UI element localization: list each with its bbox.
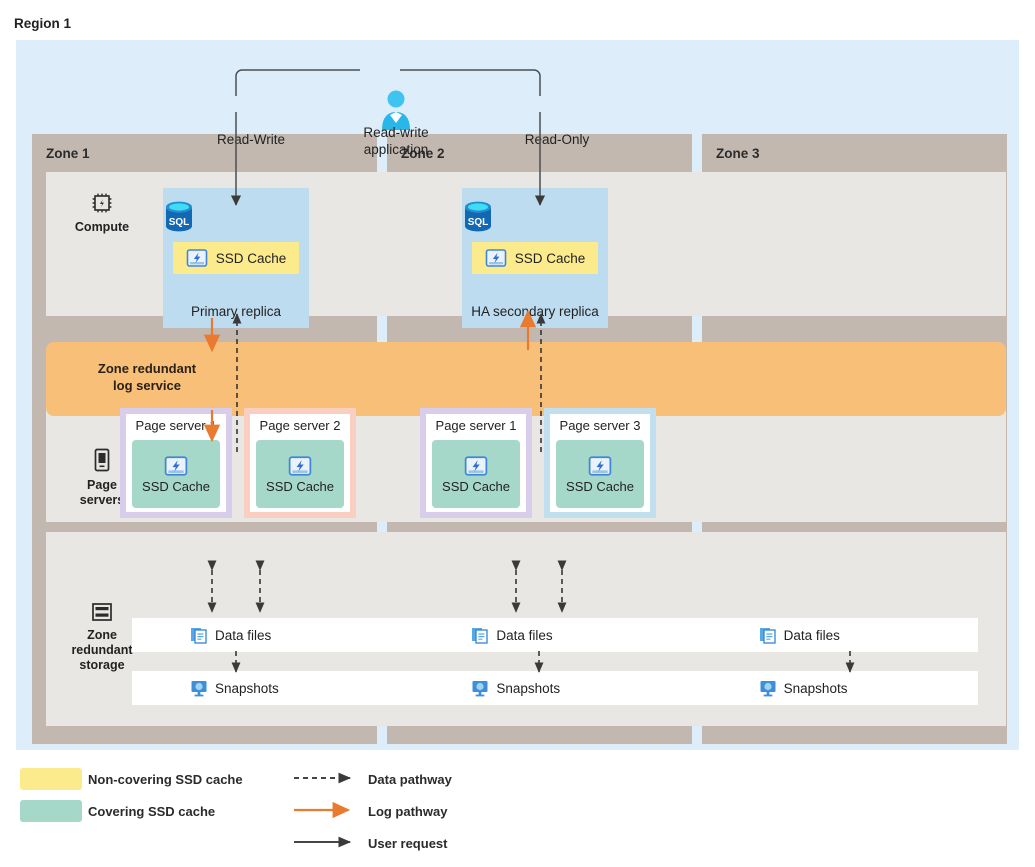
snapshots-label: Snapshots bbox=[783, 680, 848, 696]
primary-replica-ssd-cache: SSD Cache bbox=[173, 242, 299, 274]
secondary-cache-label: SSD Cache bbox=[514, 250, 586, 266]
application-band: Read-write application Read-Write Read-O… bbox=[16, 40, 1019, 157]
storage-label-line2: redundant bbox=[71, 643, 133, 657]
page-server-cache: SSD Cache bbox=[556, 440, 644, 508]
snapshots-cell-2[interactable]: Snapshots bbox=[409, 679, 690, 697]
sql-database-icon: SQL bbox=[166, 201, 192, 232]
snapshots-label: Snapshots bbox=[496, 680, 561, 696]
ssd-cache-icon bbox=[588, 455, 612, 476]
legend: Non-covering SSD cache Covering SSD cach… bbox=[16, 762, 1019, 862]
secondary-replica-db: SQL bbox=[462, 200, 608, 240]
ssd-cache-icon bbox=[186, 249, 208, 267]
data-files-icon bbox=[472, 628, 488, 644]
legend-label-non-covering: Non-covering SSD cache bbox=[88, 772, 243, 787]
snapshot-icon bbox=[191, 681, 207, 697]
data-files-label: Data files bbox=[783, 627, 840, 643]
zone-header-1: Zone 1 bbox=[32, 134, 377, 172]
zone-label-2: Zone 2 bbox=[401, 145, 445, 161]
storage-label-line3: storage bbox=[79, 658, 125, 672]
data-files-row: Data files Data files Data files bbox=[132, 618, 978, 652]
data-files-icon bbox=[191, 628, 207, 644]
data-files-cell-1[interactable]: Data files bbox=[132, 626, 409, 644]
data-files-cell-2[interactable]: Data files bbox=[409, 626, 690, 644]
page-server-card-z1-1[interactable]: Page server 1 SSD Cache bbox=[120, 408, 232, 518]
data-files-label: Data files bbox=[215, 627, 272, 643]
storage-icon bbox=[92, 603, 112, 621]
snapshots-cell-1[interactable]: Snapshots bbox=[132, 679, 409, 697]
app-label-line2: application bbox=[363, 142, 429, 157]
page-server-name: Page server 3 bbox=[559, 418, 641, 433]
page-servers-label-line1: Page bbox=[87, 478, 117, 492]
compute-label-text: Compute bbox=[74, 220, 130, 234]
sql-database-icon: SQL bbox=[465, 201, 491, 232]
legend-swatch-covering bbox=[20, 800, 82, 822]
legend-label-data-pathway: Data pathway bbox=[368, 772, 452, 787]
page-server-name: Page server 2 bbox=[259, 418, 341, 433]
data-files-icon bbox=[759, 628, 776, 644]
legend-label-covering: Covering SSD cache bbox=[88, 804, 216, 819]
zone-header-2: Zone 2 bbox=[387, 134, 692, 172]
primary-replica-caption: Primary replica bbox=[190, 304, 282, 319]
page-server-card-z2-1[interactable]: Page server 1 SSD Cache bbox=[420, 408, 532, 518]
page-servers-row-label: Page servers bbox=[64, 448, 140, 508]
svg-text:SQL: SQL bbox=[169, 217, 190, 228]
legend-line-log-pathway bbox=[294, 801, 351, 819]
ssd-cache-icon bbox=[164, 455, 188, 476]
primary-replica-card[interactable]: SQL SSD Cache Primary replica bbox=[163, 188, 309, 328]
primary-cache-label: SSD Cache bbox=[215, 250, 287, 266]
server-icon bbox=[94, 448, 110, 472]
legend-label-log-pathway: Log pathway bbox=[368, 804, 448, 819]
legend-line-data-pathway bbox=[294, 772, 352, 784]
storage-row-label: Zone redundant storage bbox=[64, 602, 140, 673]
page-server-card-z1-2[interactable]: Page server 2 SSD Cache bbox=[244, 408, 356, 518]
page-server-cache-label: SSD Cache bbox=[566, 478, 634, 494]
cpu-icon bbox=[92, 193, 112, 213]
primary-replica-db: SQL bbox=[163, 200, 309, 240]
zone-header-3: Zone 3 bbox=[702, 134, 1007, 172]
page-server-name: Page server 1 bbox=[135, 418, 217, 433]
data-files-label: Data files bbox=[496, 627, 553, 643]
read-only-label: Read-Only bbox=[524, 132, 590, 147]
svg-text:SQL: SQL bbox=[468, 217, 489, 228]
page-server-card-z2-3[interactable]: Page server 3 SSD Cache bbox=[544, 408, 656, 518]
ssd-cache-icon bbox=[485, 249, 507, 267]
legend-swatch-non-covering bbox=[20, 768, 82, 790]
compute-row-label: Compute bbox=[64, 192, 140, 235]
page-server-cache: SSD Cache bbox=[432, 440, 520, 508]
snapshot-icon bbox=[760, 681, 776, 697]
secondary-replica-caption: HA secondary replica bbox=[471, 304, 599, 319]
application-label: Read-write application bbox=[334, 124, 458, 158]
page-server-cache-label: SSD Cache bbox=[442, 478, 510, 494]
secondary-replica-ssd-cache: SSD Cache bbox=[472, 242, 598, 274]
page-server-cache-label: SSD Cache bbox=[266, 478, 334, 494]
region-title: Region 1 bbox=[14, 16, 72, 31]
page-server-name: Page server 1 bbox=[435, 418, 517, 433]
read-write-label: Read-Write bbox=[216, 132, 286, 147]
storage-label-line1: Zone bbox=[87, 628, 117, 642]
ssd-cache-icon bbox=[464, 455, 488, 476]
page-server-cache: SSD Cache bbox=[256, 440, 344, 508]
zone-label-3: Zone 3 bbox=[716, 145, 760, 161]
page-server-cache: SSD Cache bbox=[132, 440, 220, 508]
page-server-cache-label: SSD Cache bbox=[142, 478, 210, 494]
user-icon bbox=[382, 90, 410, 130]
app-label-line1: Read-write bbox=[363, 125, 429, 140]
snapshots-label: Snapshots bbox=[215, 680, 279, 696]
legend-label-user-request: User request bbox=[368, 836, 448, 851]
page-servers-label-line2: servers bbox=[79, 493, 125, 507]
zone-label-1: Zone 1 bbox=[46, 145, 90, 161]
snapshot-icon bbox=[472, 681, 488, 697]
legend-line-user-request bbox=[294, 836, 352, 848]
snapshots-cell-3[interactable]: Snapshots bbox=[691, 679, 978, 697]
ssd-cache-icon bbox=[288, 455, 312, 476]
data-files-cell-3[interactable]: Data files bbox=[691, 626, 978, 644]
snapshots-row: Snapshots Snapshots Snapshots bbox=[132, 671, 978, 705]
ha-secondary-replica-card[interactable]: SQL SSD Cache HA secondary replica bbox=[462, 188, 608, 328]
